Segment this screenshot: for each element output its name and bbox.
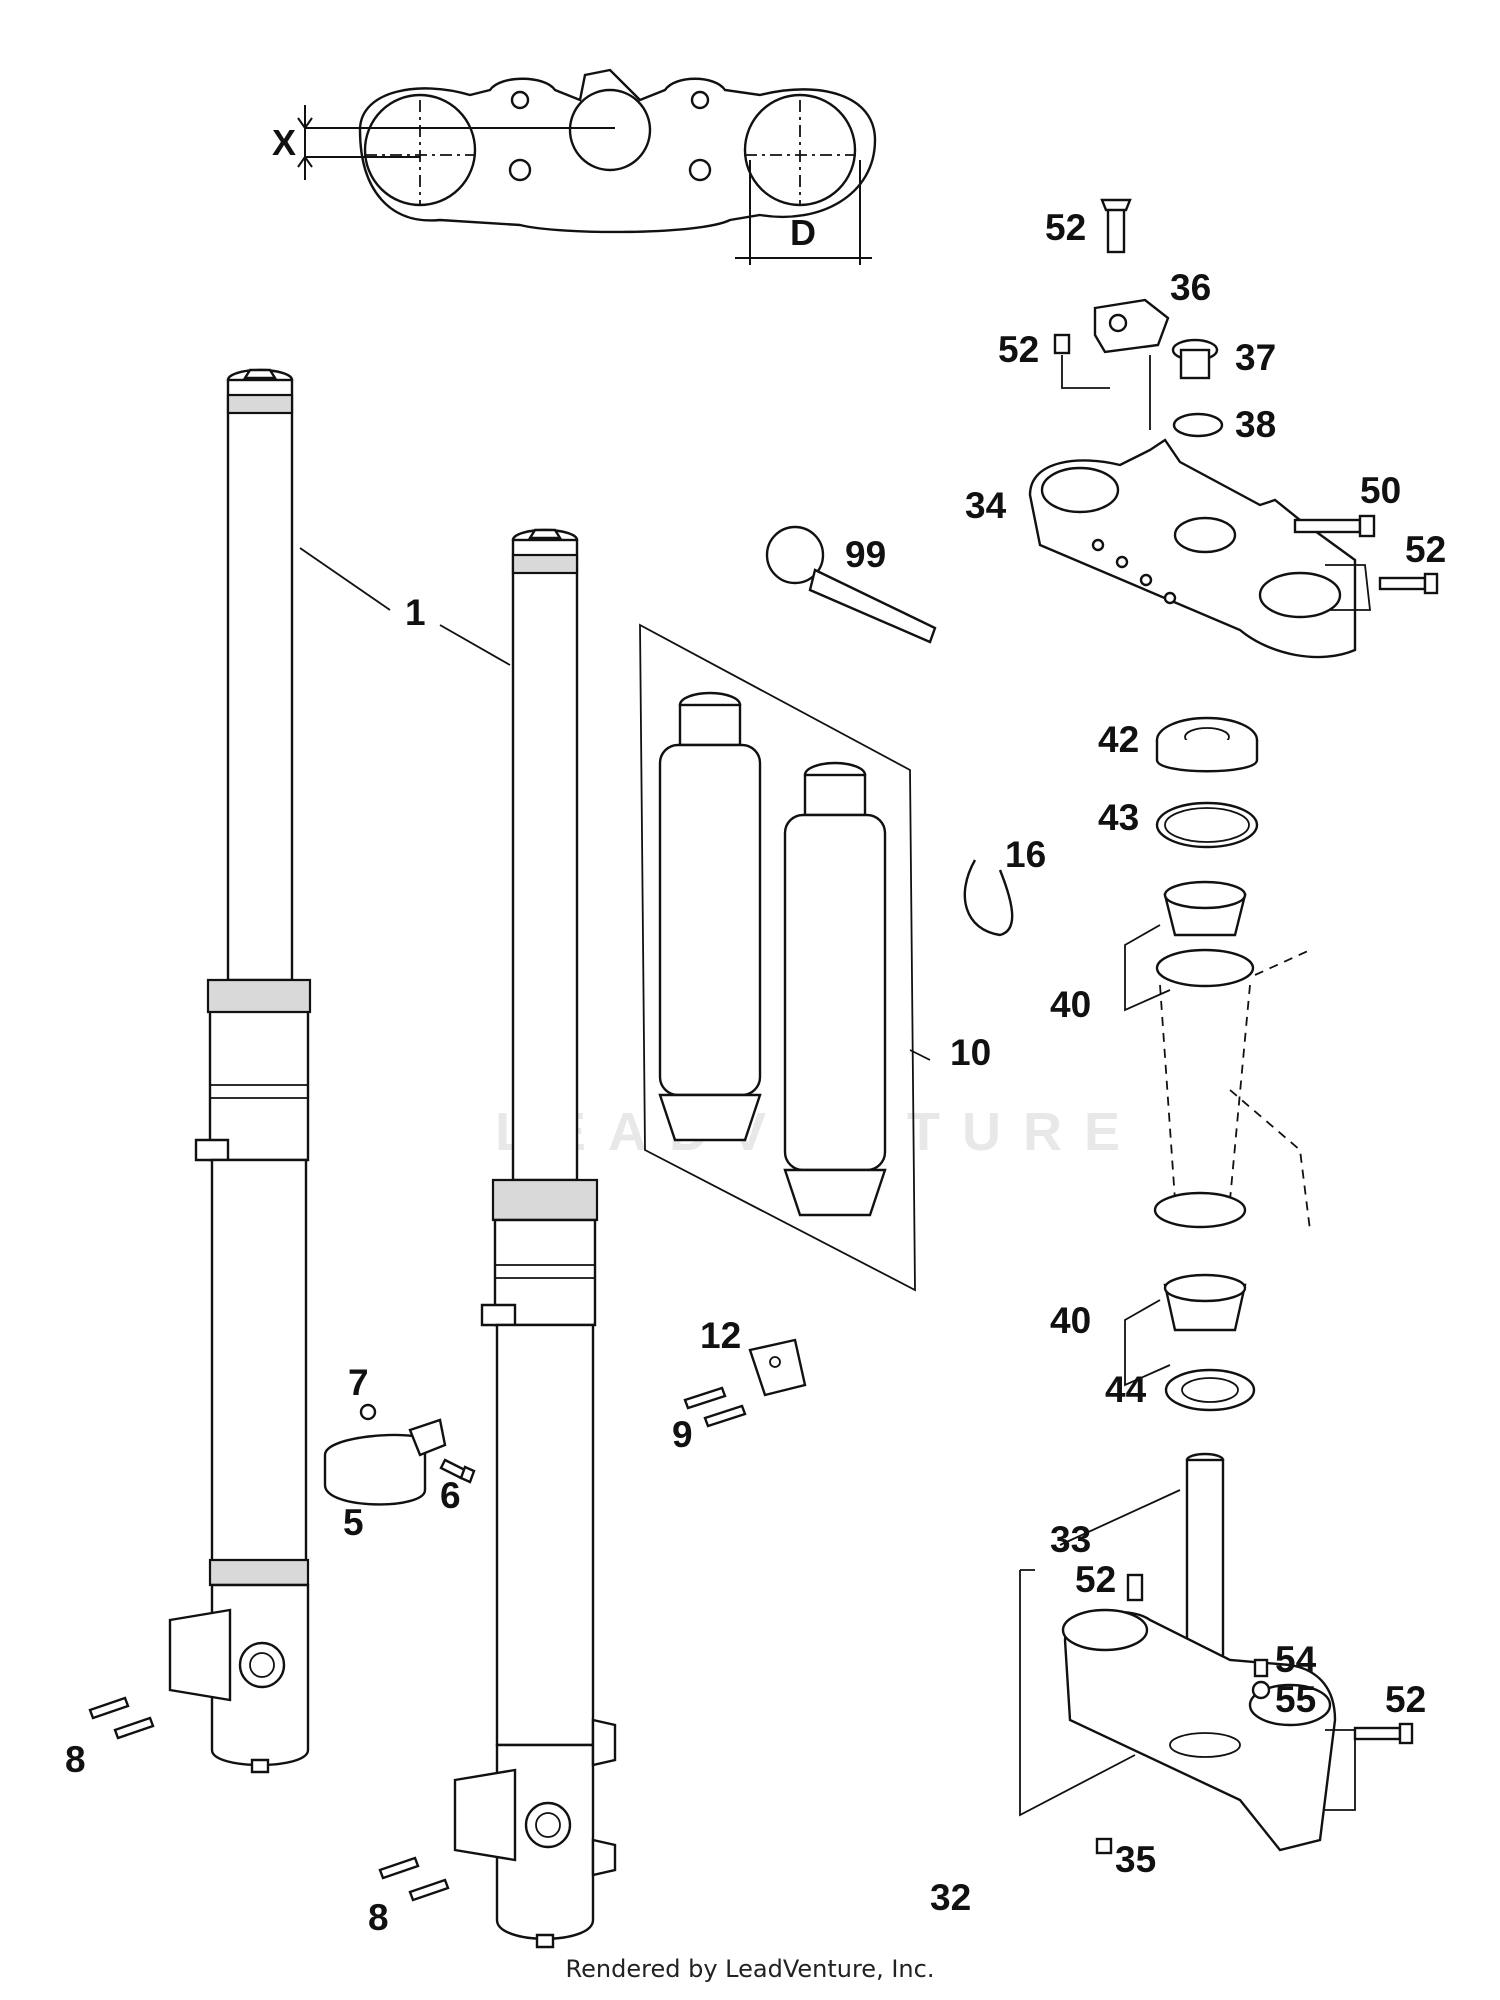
- callout-52-upper-left: 52: [998, 329, 1039, 370]
- bolts-8-right: [378, 1856, 450, 1902]
- callout-33: 33: [1050, 1519, 1091, 1560]
- handlebar-clamp: [1093, 298, 1170, 354]
- bolts-9: [683, 1386, 747, 1428]
- bolt-52: [1100, 198, 1132, 254]
- footer-credit: Rendered by LeadVenture, Inc.: [565, 1955, 935, 1983]
- callout-40-lower: 40: [1050, 1300, 1091, 1341]
- dimension-x-label: X: [272, 122, 296, 163]
- triple-clamp-top-view: X D: [272, 68, 877, 265]
- callout-40-upper: 40: [1050, 984, 1091, 1025]
- callout-52-upper-right: 52: [1405, 529, 1446, 570]
- callout-54: 54: [1275, 1639, 1317, 1680]
- washer: [1172, 412, 1224, 438]
- callout-8-right: 8: [368, 1897, 389, 1938]
- callout-50: 50: [1360, 470, 1401, 511]
- callout-5: 5: [343, 1502, 364, 1543]
- callout-1: 1: [405, 592, 426, 633]
- fork-boots-kit: [639, 623, 916, 1292]
- spanner-wrench: [765, 525, 937, 644]
- bolt-6: [439, 1458, 476, 1484]
- callout-38: 38: [1235, 404, 1276, 445]
- callout-7: 7: [348, 1362, 369, 1403]
- callout-52-lower-right: 52: [1385, 1679, 1426, 1720]
- callout-34: 34: [965, 485, 1007, 526]
- bolt-52: [1126, 1573, 1144, 1602]
- nut-7: [359, 1403, 377, 1421]
- callout-9: 9: [672, 1414, 693, 1455]
- callout-52-lower-left: 52: [1075, 1559, 1116, 1600]
- fork-leg-left: [168, 368, 312, 1774]
- callout-35: 35: [1115, 1839, 1156, 1880]
- callout-36: 36: [1170, 267, 1211, 308]
- callout-44: 44: [1105, 1369, 1147, 1410]
- nut-55: [1251, 1680, 1271, 1700]
- guide-12: [748, 1338, 807, 1397]
- upper-bearing-40: [1163, 880, 1247, 937]
- lower-bearing-40: [1163, 1273, 1247, 1332]
- callout-12: 12: [700, 1315, 741, 1356]
- top-bolt: [1171, 338, 1219, 380]
- bolt-52: [1325, 1722, 1414, 1811]
- callout-32: 32: [930, 1877, 971, 1918]
- dimension-d-label: D: [790, 212, 816, 253]
- callout-99: 99: [845, 534, 886, 575]
- callout-6: 6: [440, 1475, 461, 1516]
- callout-8-left: 8: [65, 1739, 86, 1780]
- callout-42: 42: [1098, 719, 1139, 760]
- bolt-54: [1253, 1658, 1269, 1678]
- bolt-52: [1053, 333, 1151, 430]
- callout-43: 43: [1098, 797, 1139, 838]
- callout-55: 55: [1275, 1679, 1316, 1720]
- bolt-52: [1325, 564, 1439, 611]
- dust-seal-42: [1155, 716, 1259, 773]
- bolt-50: [1293, 514, 1376, 538]
- callout-52-top: 52: [1045, 207, 1086, 248]
- clip-ring: [963, 859, 1014, 937]
- callout-16: 16: [1005, 834, 1046, 875]
- frame-head-tube: [1153, 948, 1311, 1231]
- seal-44: [1164, 1368, 1256, 1412]
- upper-triple-clamp: [1028, 438, 1357, 659]
- callout-37: 37: [1235, 337, 1276, 378]
- bolts-8-left: [88, 1696, 155, 1740]
- clamp-5: [323, 1418, 447, 1506]
- fork-leg-right: [453, 528, 617, 1949]
- nut-35: [1095, 1837, 1113, 1855]
- seal-ring-43: [1155, 801, 1259, 849]
- callout-10: 10: [950, 1032, 991, 1073]
